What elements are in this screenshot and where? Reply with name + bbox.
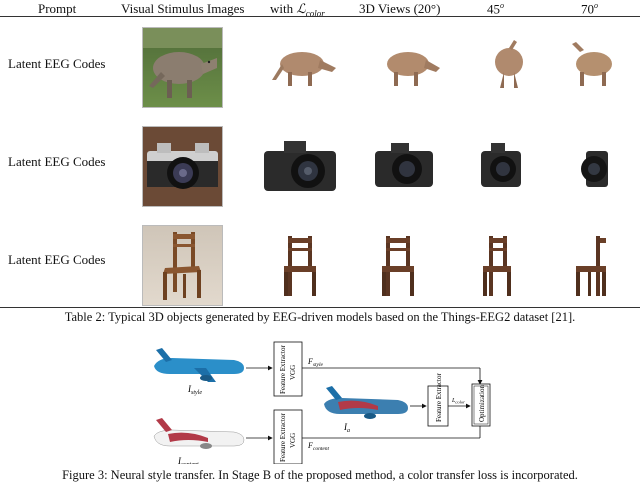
color-loss-label: Lcolor <box>451 398 465 405</box>
row-label-2: Latent EEG Codes <box>8 154 106 169</box>
svg-text:VGG: VGG <box>289 433 297 448</box>
render-anteater-45deg <box>484 38 534 95</box>
header-with-lcolor: with ℒcolor <box>270 1 325 19</box>
render-chair-45deg <box>477 234 517 303</box>
table-bottom-rule <box>0 307 640 308</box>
style-extractor-box <box>273 341 303 397</box>
render-camera-45deg <box>477 141 525 196</box>
header-prompt: Prompt <box>38 1 77 16</box>
header-rule <box>0 16 640 17</box>
row-label-1: Latent EEG Codes <box>8 56 106 71</box>
content-extractor-box <box>273 409 303 465</box>
render-camera-with-lcolor <box>262 137 338 200</box>
row-label-3: Latent EEG Codes <box>8 252 106 267</box>
feature-style-label: Fstyle <box>307 357 324 368</box>
header-70: 70o <box>581 1 598 17</box>
header-3d-views-20: 3D Views (20°) <box>359 1 441 16</box>
header-stimulus: Visual Stimulus Images <box>121 1 245 16</box>
header-45: 45o <box>487 1 504 17</box>
svg-text:Optimization: Optimization <box>478 385 486 422</box>
svg-text:Feature Extractor: Feature Extractor <box>279 345 287 394</box>
content-image-label: Icontent <box>177 456 199 464</box>
content-airplane-image <box>153 418 245 449</box>
render-anteater-70deg <box>566 42 622 95</box>
svg-text:VGG: VGG <box>289 365 297 380</box>
render-chair-70deg <box>570 234 612 303</box>
style-airplane-image <box>154 348 244 382</box>
svg-text:Feature Extractor: Feature Extractor <box>435 373 443 422</box>
output-airplane-image <box>324 386 408 419</box>
figure-caption: Figure 3: Neural style transfer. In Stag… <box>62 468 578 482</box>
stimulus-camera-photo <box>142 126 223 207</box>
render-anteater-20deg <box>378 40 444 95</box>
svg-text:Feature Extractor: Feature Extractor <box>279 413 287 462</box>
output-image-label: Ia <box>343 422 350 434</box>
stimulus-chair-photo <box>142 225 223 306</box>
style-image-label: Istyle <box>187 384 202 396</box>
table-caption: Table 2: Typical 3D objects generated by… <box>64 310 576 324</box>
render-chair-20deg <box>378 234 420 303</box>
render-anteater-with-lcolor <box>270 40 340 95</box>
style-transfer-diagram: Istyle Icontent Feature Extractor VGG Fe… <box>148 338 498 468</box>
render-camera-70deg <box>578 143 614 196</box>
render-camera-20deg <box>373 141 435 196</box>
render-chair-with-lcolor <box>280 234 322 303</box>
stimulus-anteater-photo <box>142 27 223 108</box>
feature-content-label: Fcontent <box>307 441 330 452</box>
optimization-box <box>471 383 491 427</box>
